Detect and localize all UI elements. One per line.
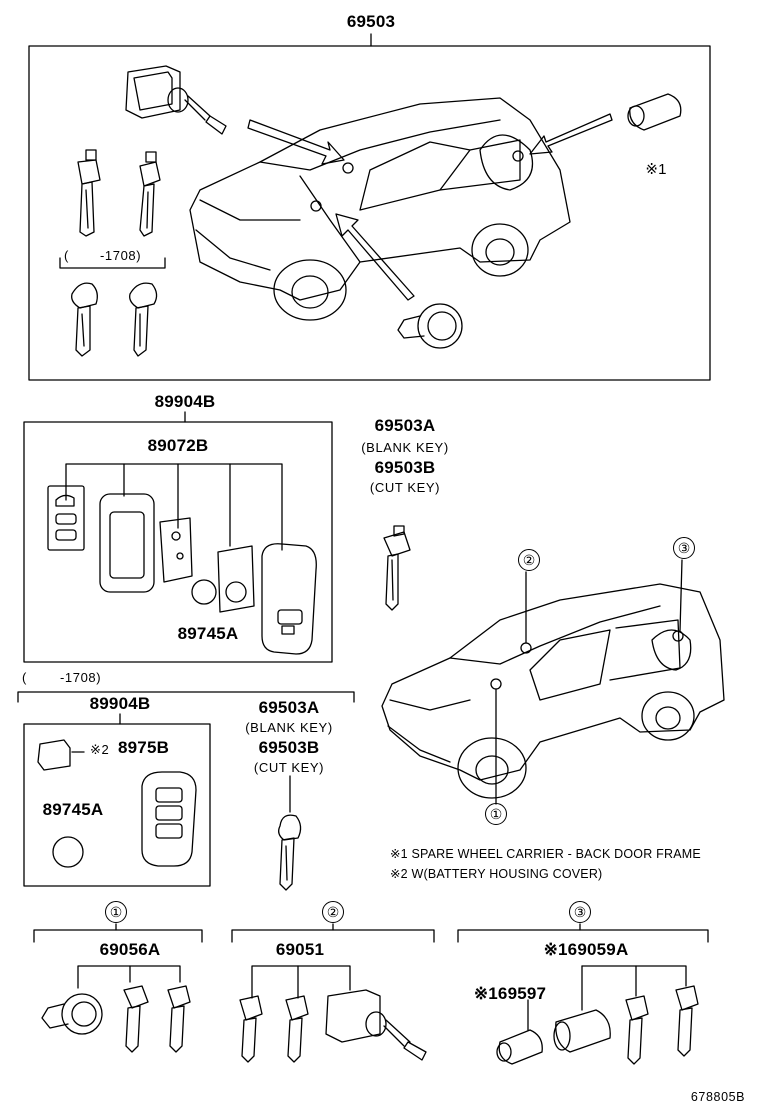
cut-key-note-lower: (CUT KEY) xyxy=(253,760,325,775)
part-number-169059a: ※169059A xyxy=(543,940,629,959)
part-number-69056a: 69056A xyxy=(99,940,161,959)
blank-key-note-lower: (BLANK KEY) xyxy=(245,720,333,735)
group-69503-frame xyxy=(28,33,711,381)
callout-2-group: ② xyxy=(322,901,344,923)
part-number-69051: 69051 xyxy=(275,940,325,959)
part-number-8975b: 8975B xyxy=(118,738,170,757)
cut-key-note-upper: (CUT KEY) xyxy=(369,480,441,495)
part-number-89904b-upper: 89904B xyxy=(154,392,216,411)
range-label-lower: -1708) xyxy=(60,670,102,685)
part-number-69503a-upper: 69503A xyxy=(374,416,436,435)
callout-3-vehicle: ③ xyxy=(673,537,695,559)
bottom-group-1-frame xyxy=(33,923,203,989)
footnote-1: ※1 SPARE WHEEL CARRIER - BACK DOOR FRAME xyxy=(390,847,701,861)
callout-3-group: ③ xyxy=(569,901,591,923)
remote-key-parts-illustration xyxy=(47,485,317,655)
group-89904b-upper-frame xyxy=(23,411,333,663)
bottom-group-1-parts xyxy=(41,985,191,1053)
part-number-89904b-lower: 89904B xyxy=(89,694,151,713)
spare-wheel-cylinder-illustration xyxy=(627,93,682,131)
callout-1-group: ① xyxy=(105,901,127,923)
group-1708-lower-frame xyxy=(17,691,355,887)
key-illustrations-top xyxy=(77,149,161,237)
bottom-group-3-frame xyxy=(457,923,709,1031)
range-label-top: -1708) xyxy=(100,248,142,263)
smart-key-illustration xyxy=(37,739,197,868)
blank-key-note-upper: (BLANK KEY) xyxy=(361,440,449,455)
part-number-69503b-lower: 69503B xyxy=(258,738,320,757)
vehicle-illustration-middle xyxy=(381,559,725,805)
range-open-lower: ( xyxy=(22,670,27,685)
spare-wheel-mark: ※1 xyxy=(645,161,667,178)
callout-2-vehicle: ② xyxy=(518,549,540,571)
part-number-69503: 69503 xyxy=(346,12,396,31)
bottom-group-2-frame xyxy=(231,923,435,999)
part-number-169597: ※169597 xyxy=(473,984,547,1003)
diagram-number: 678805B xyxy=(690,1090,746,1104)
ignition-cylinder-illustration xyxy=(397,303,463,349)
part-number-69503a-lower: 69503A xyxy=(258,698,320,717)
door-lock-cylinder-illustration xyxy=(125,65,227,135)
vehicle-illustration-top xyxy=(189,97,571,321)
key-illustrations-1708 xyxy=(71,282,158,357)
bottom-group-3-parts xyxy=(496,985,699,1065)
callout-1-vehicle: ① xyxy=(485,803,507,825)
part-number-89072b: 89072B xyxy=(147,436,209,455)
key-illustration-lower xyxy=(278,814,302,891)
bottom-group-2-parts xyxy=(239,989,427,1063)
key-illustration-upper-right xyxy=(383,525,411,611)
part-number-69503b-upper: 69503B xyxy=(374,458,436,477)
footnote-2: ※2 W(BATTERY HOUSING COVER) xyxy=(390,867,603,881)
part-8975b-mark: ※2 xyxy=(90,742,110,757)
part-number-89745a-upper: 89745A xyxy=(177,624,239,643)
part-number-89745a-lower: 89745A xyxy=(42,800,104,819)
range-open-top: ( xyxy=(64,248,69,263)
range-bracket-top xyxy=(59,257,166,269)
location-arrows-top xyxy=(247,113,613,301)
